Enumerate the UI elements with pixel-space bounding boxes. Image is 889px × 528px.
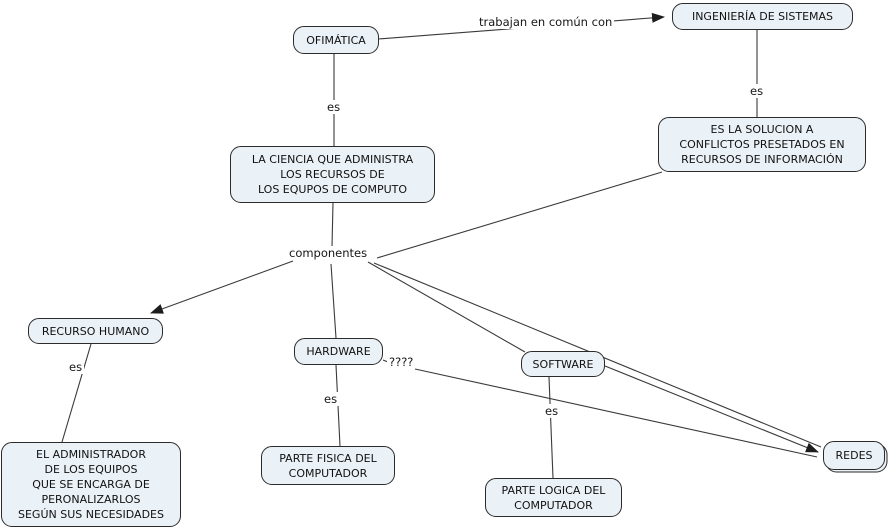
node-ofimatica[interactable]: OFIMÁTICA bbox=[293, 26, 379, 54]
node-redes[interactable]: REDES bbox=[823, 441, 885, 470]
node-parte-fisica[interactable]: PARTE FISICA DEL COMPUTADOR bbox=[261, 446, 395, 485]
link-line-ciencia-componentes bbox=[331, 202, 334, 248]
link-label-trabajan-en-comun-con[interactable]: trabajan en común con bbox=[477, 15, 615, 29]
link-line-componentes-recurso bbox=[150, 260, 294, 314]
link-label-es-ingenieria[interactable]: es bbox=[748, 84, 766, 98]
link-label-es-recurso[interactable]: es bbox=[67, 360, 85, 374]
node-parte-logica[interactable]: PARTE LOGICA DEL COMPUTADOR bbox=[485, 478, 622, 517]
link-label-question-marks[interactable]: ???? bbox=[387, 355, 416, 369]
link-line-componentes-hardware bbox=[330, 263, 337, 339]
link-label-es-software[interactable]: es bbox=[543, 404, 561, 418]
node-el-administrador[interactable]: EL ADMINISTRADOR DE LOS EQUIPOS QUE SE E… bbox=[1, 442, 181, 527]
link-label-es-ofimatica[interactable]: es bbox=[325, 100, 343, 114]
link-line-software-redes bbox=[604, 365, 819, 453]
node-hardware[interactable]: HARDWARE bbox=[294, 338, 383, 365]
link-line-componentes-solucion bbox=[376, 171, 663, 259]
link-line-recurso-administrador bbox=[61, 343, 92, 443]
node-recurso-humano[interactable]: RECURSO HUMANO bbox=[28, 318, 163, 344]
link-line-componentes-software bbox=[367, 261, 526, 353]
node-es-la-solucion[interactable]: ES LA SOLUCION A CONFLICTOS PRESETADOS E… bbox=[658, 117, 866, 172]
node-la-ciencia[interactable]: LA CIENCIA QUE ADMINISTRA LOS RECURSOS D… bbox=[230, 146, 435, 203]
node-ingenieria-de-sistemas[interactable]: INGENIERÍA DE SISTEMAS bbox=[672, 3, 853, 30]
link-line-qlabel-redes bbox=[414, 368, 818, 458]
node-software[interactable]: SOFTWARE bbox=[521, 351, 605, 377]
link-label-componentes[interactable]: componentes bbox=[287, 246, 370, 260]
link-line-software-logica bbox=[548, 376, 554, 479]
link-label-es-hardware[interactable]: es bbox=[322, 392, 340, 406]
